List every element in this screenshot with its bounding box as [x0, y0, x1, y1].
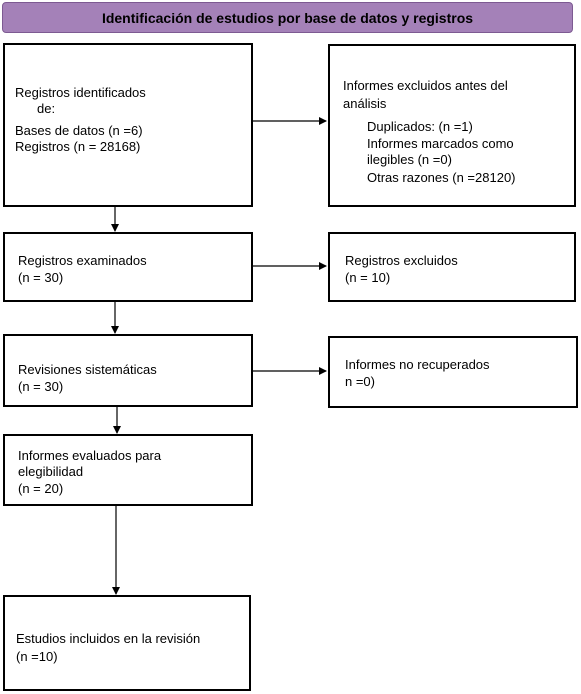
identified-records-box: Registros identificados de: Bases de dat… [3, 43, 253, 207]
screened-label: Registros examinados [18, 253, 147, 268]
not-retrieved-count: n =0) [345, 374, 375, 389]
identified-registers: Registros (n = 28168) [15, 139, 141, 154]
excluded-records-box: Registros excluidos (n = 10) [328, 232, 576, 302]
not-retrieved-box: Informes no recuperados n =0) [328, 336, 578, 408]
identified-label: Registros identificados [15, 85, 146, 100]
identified-databases: Bases de datos (n =6) [15, 123, 143, 138]
excluded-count: (n = 10) [345, 270, 391, 285]
eligibility-label: Informes evaluados para [18, 448, 162, 463]
identified-from: de: [37, 101, 56, 116]
systematic-reviews-box: Revisiones sistemáticas (n = 30) [3, 334, 253, 407]
excluded-other-reasons: Otras razones (n =28120) [367, 170, 516, 185]
excluded-flagged: Informes marcados como [367, 136, 514, 151]
not-retrieved-label: Informes no recuperados [345, 357, 490, 372]
excluded-before-analysis-box: Informes excluidos antes del análisis Du… [328, 44, 576, 207]
excluded-before-title-cont: análisis [343, 96, 387, 111]
diagram-title: Identificación de estudios por base de d… [2, 2, 573, 33]
screened-count: (n = 30) [18, 270, 64, 285]
excluded-label: Registros excluidos [345, 253, 458, 268]
included-label: Estudios incluidos en la revisión [16, 631, 201, 646]
eligibility-box: Informes evaluados para elegibilidad (n … [3, 434, 253, 506]
included-count: (n =10) [16, 649, 58, 664]
included-studies-box: Estudios incluidos en la revisión (n =10… [3, 595, 251, 691]
eligibility-label-cont: elegibilidad [18, 464, 84, 479]
screened-records-box: Registros examinados (n = 30) [3, 232, 253, 302]
reviews-label: Revisiones sistemáticas [18, 362, 157, 377]
excluded-flagged-count: ilegibles (n =0) [367, 152, 452, 167]
eligibility-count: (n = 20) [18, 481, 64, 496]
excluded-before-title: Informes excluidos antes del [343, 78, 508, 93]
reviews-count: (n = 30) [18, 379, 64, 394]
excluded-duplicates: Duplicados: (n =1) [367, 119, 473, 134]
